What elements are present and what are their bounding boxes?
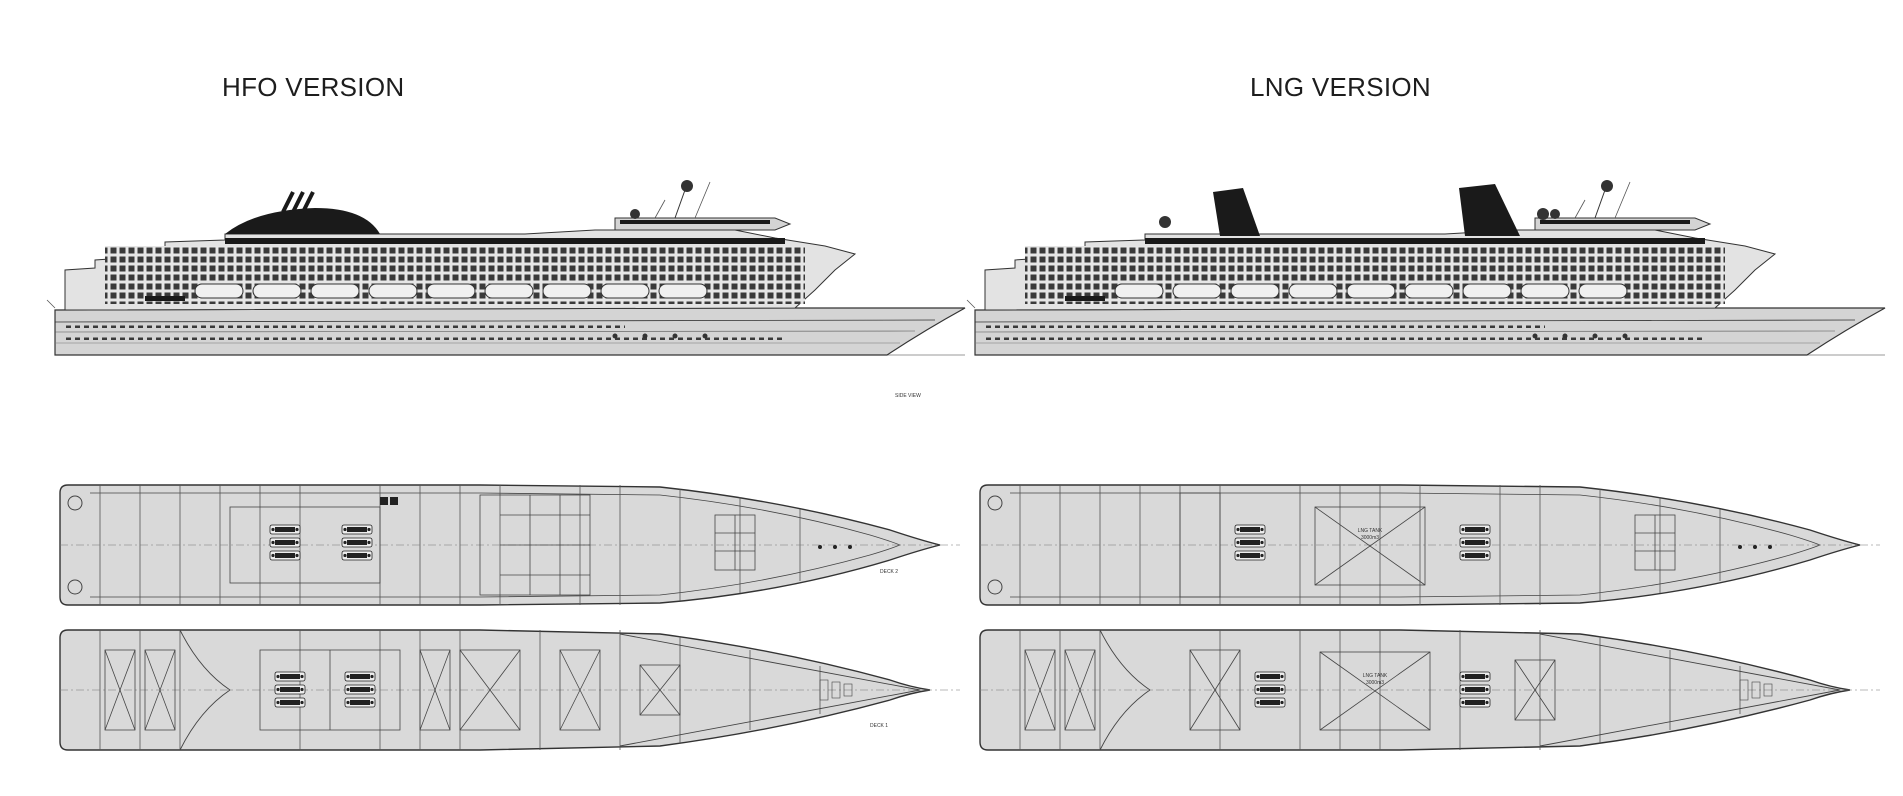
side-view-label: SIDE VIEW [895, 393, 921, 399]
lng-funnel-aft [1213, 188, 1260, 236]
hfo-deck-lower-label: DECK 1 [870, 723, 888, 729]
lng-tank-upper [1314, 506, 1426, 586]
hfo-deck-upper-label: DECK 2 [880, 569, 898, 575]
hfo-deck-upper: DECK 2 [59, 484, 961, 606]
lng-tank-lower [1319, 651, 1431, 731]
lng-dome-fwd [1537, 208, 1549, 220]
hfo-version-title: HFO VERSION [222, 72, 405, 102]
lng-side-view [966, 179, 1886, 356]
lng-dome-aft [1159, 216, 1171, 228]
hfo-deck-lower: DECK 1 [59, 629, 961, 751]
lng-deck-lower: LNG TANK 3000m3 [979, 629, 1881, 751]
hfo-funnel [225, 208, 380, 234]
hfo-funnel-pipes [281, 191, 315, 213]
lng-tank-lower-label-2: 3000m3 [1366, 680, 1384, 686]
hfo-side-view [46, 179, 966, 356]
lng-version-title: LNG VERSION [1250, 72, 1432, 102]
lng-tank-upper-label-1: LNG TANK [1358, 528, 1383, 534]
lng-funnel-fwd [1459, 184, 1520, 236]
lng-deck-upper: LNG TANK 3000m3 [979, 484, 1881, 606]
lng-tank-upper-label-2: 3000m3 [1361, 535, 1379, 541]
lng-tank-lower-label-1: LNG TANK [1363, 673, 1388, 679]
